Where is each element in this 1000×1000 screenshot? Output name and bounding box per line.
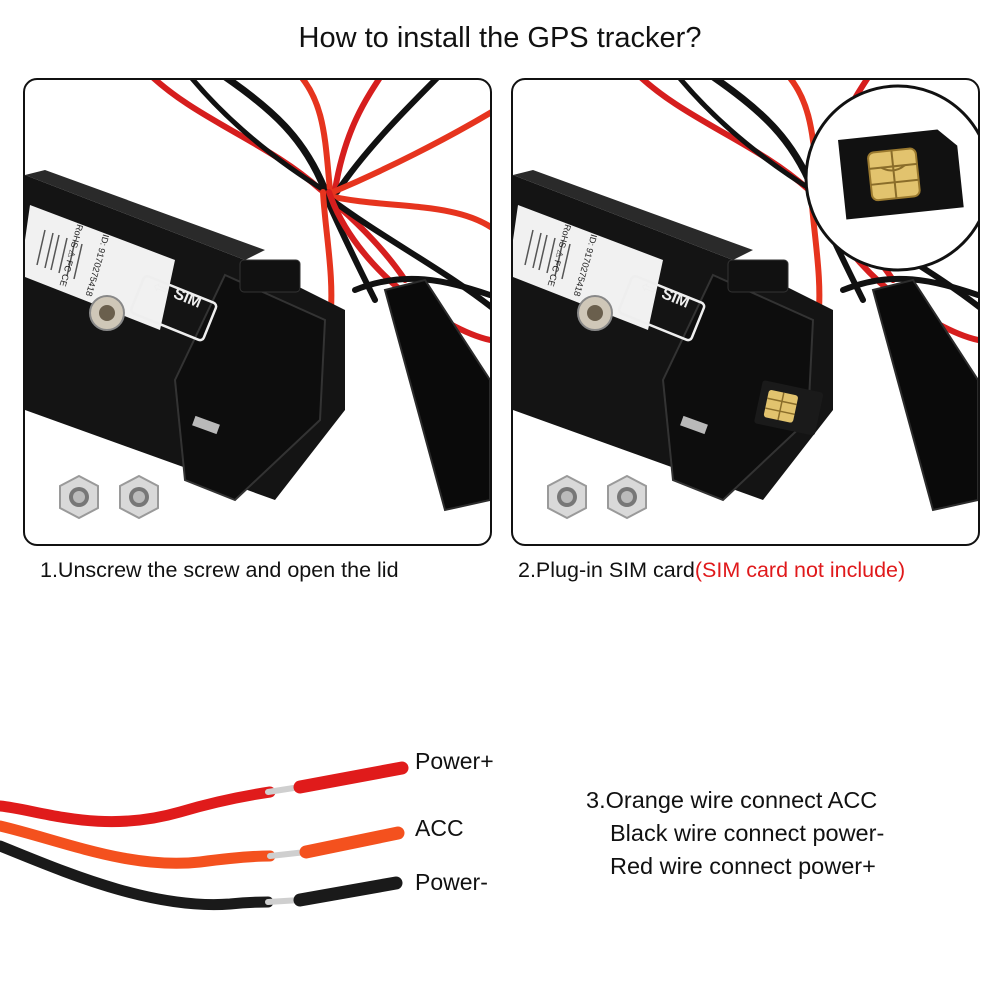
step2-photo-panel: SIM ⇦ RoHS ⚠ FC CE ID: 9170275418 xyxy=(511,78,980,546)
gps-device-photo xyxy=(25,80,490,512)
hex-nut-icon xyxy=(547,474,587,520)
wire-label-power-plus: Power+ xyxy=(415,748,494,774)
black-wire xyxy=(0,840,403,911)
hex-nut-icon xyxy=(607,474,647,520)
step2-caption: 2.Plug-in SIM card(SIM card not include) xyxy=(518,558,905,583)
sim-card-icon xyxy=(838,129,964,220)
wire-label-power-minus: Power- xyxy=(415,869,488,895)
hex-nut-icon xyxy=(119,474,159,520)
step2-caption-note: (SIM card not include) xyxy=(694,558,906,582)
step1-photo-panel: SIM ⇦ RoHS ⚠ FC CE ID: 9170275418 xyxy=(23,78,492,546)
sim-card-inset xyxy=(804,84,978,272)
wire-label-acc: ACC xyxy=(415,815,464,841)
gps-device-sim-photo xyxy=(513,80,978,512)
wire-diagram xyxy=(0,761,409,911)
step2-caption-text: 2.Plug-in SIM card xyxy=(518,558,695,582)
hex-nuts xyxy=(59,474,159,520)
step1-caption: 1.Unscrew the screw and open the lid xyxy=(40,558,399,583)
sim-card-icon xyxy=(754,380,824,436)
hex-nuts xyxy=(547,474,647,520)
instruction-line: Black wire connect power- xyxy=(610,820,885,846)
step1-caption-text: 1.Unscrew the screw and open the lid xyxy=(40,558,399,582)
red-wire xyxy=(0,761,409,828)
wiring-instructions: 3.Orange wire connect ACC Black wire con… xyxy=(586,784,884,883)
orange-wire xyxy=(0,820,405,869)
screw-icon xyxy=(192,415,220,435)
screw-icon xyxy=(680,415,708,435)
hex-nut-icon xyxy=(59,474,99,520)
instruction-line: Red wire connect power+ xyxy=(610,853,876,879)
page-title: How to install the GPS tracker? xyxy=(298,22,702,54)
instruction-line: 3.Orange wire connect ACC xyxy=(586,787,878,813)
